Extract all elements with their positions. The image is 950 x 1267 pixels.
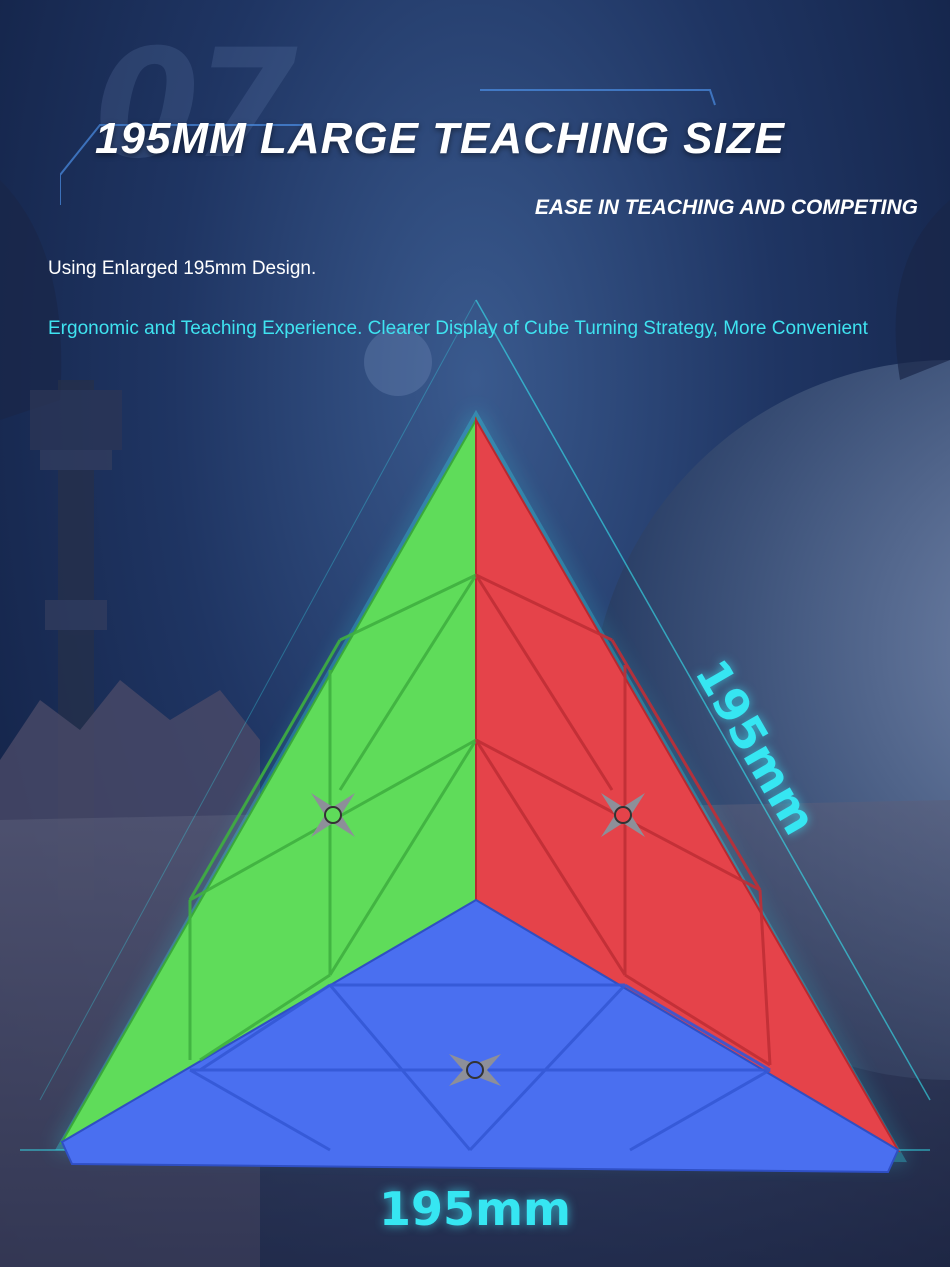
description-line-2: Ergonomic and Teaching Experience. Clear… (48, 318, 868, 339)
face-blue (60, 898, 900, 1174)
hub-green (311, 793, 355, 837)
arch-left (0, 180, 62, 420)
page-subtitle: EASE IN TEACHING AND COMPETING (534, 196, 918, 219)
moon (364, 328, 432, 396)
page-title: 195MM LARGE TEACHING SIZE (95, 114, 785, 163)
bottom-dimension-label: 195mm (379, 1182, 571, 1236)
hub-red (601, 793, 645, 837)
arch-right (895, 200, 950, 380)
hub-blue (449, 1054, 501, 1086)
description-line-1: Using Enlarged 195mm Design. (48, 258, 317, 279)
title-frame (60, 89, 716, 205)
watermark-number: 07 (95, 18, 298, 192)
